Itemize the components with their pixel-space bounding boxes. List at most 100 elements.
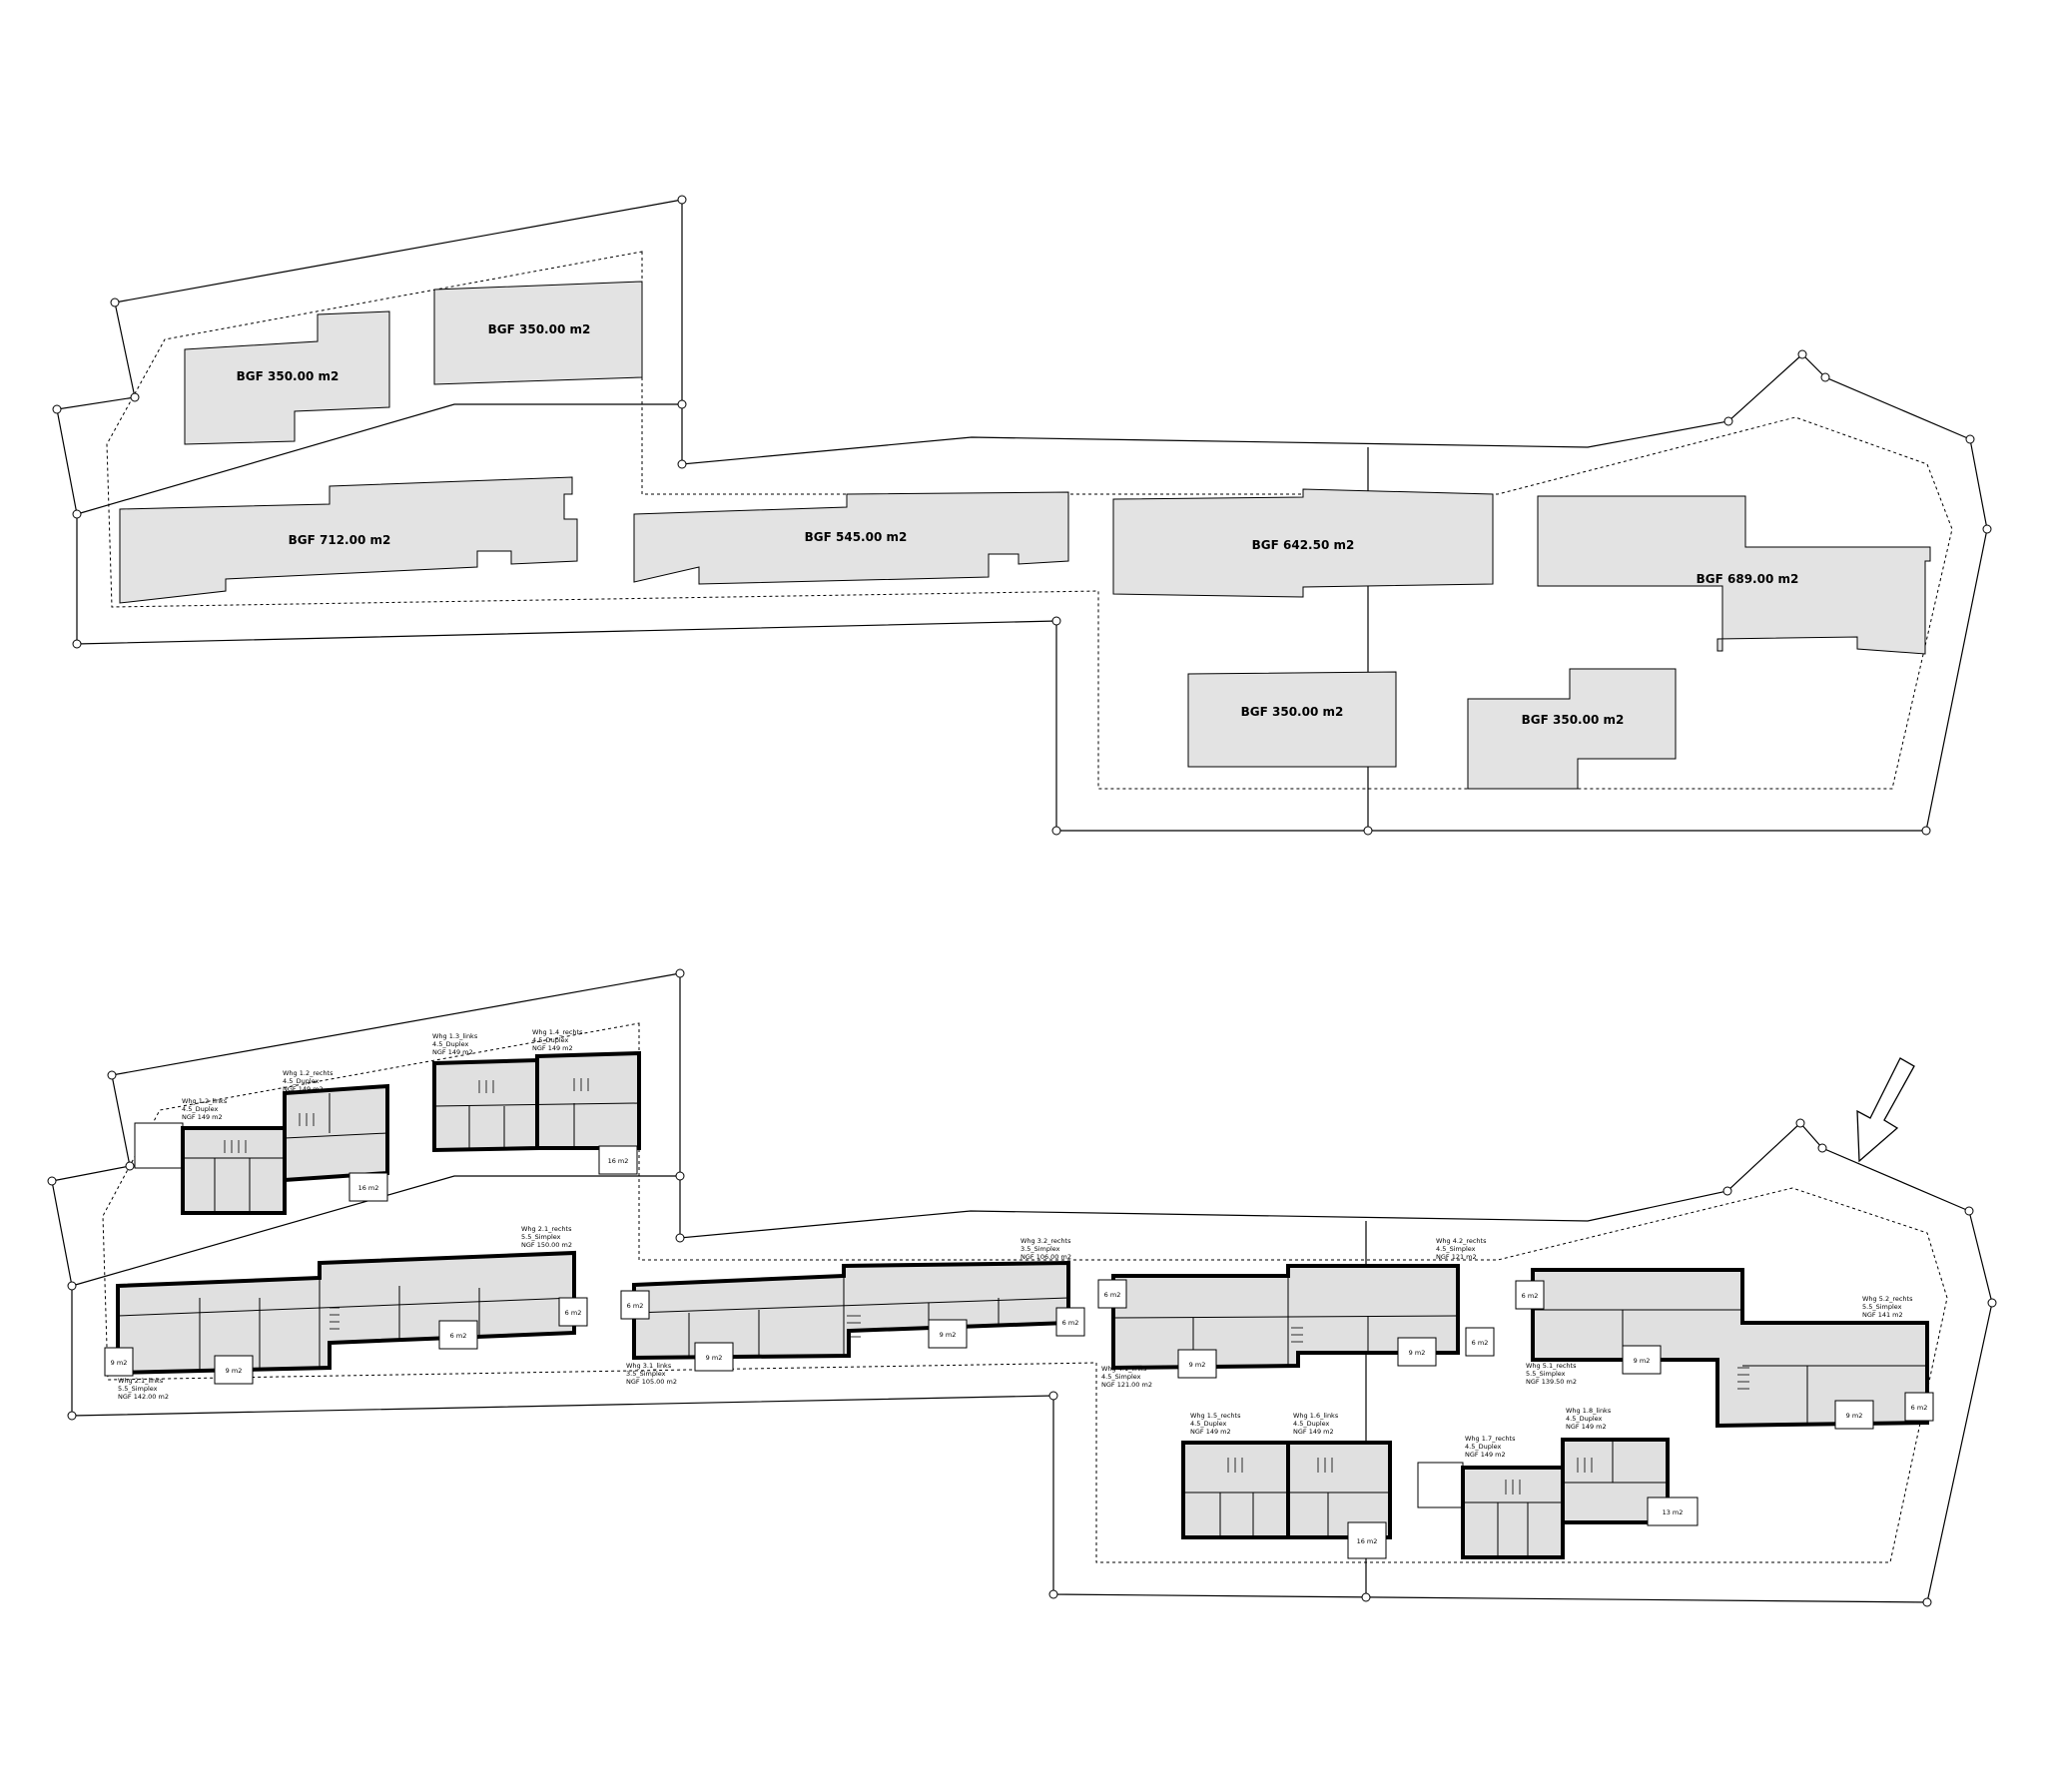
svg-text:NGF 106.00 m2: NGF 106.00 m2 (1021, 1253, 1071, 1261)
svg-text:9 m2: 9 m2 (1634, 1357, 1651, 1365)
unit-label-3-2-rechts: Whg 3.2_rechts 3.5_Simplex NGF 106.00 m2 (1021, 1237, 1071, 1261)
top-building-2: BGF 350.00 m2 (433, 281, 643, 385)
bgf-label: BGF 545.00 m2 (805, 530, 908, 544)
svg-text:6 m2: 6 m2 (627, 1302, 644, 1310)
bottom-site-plan: Whg 1.2_links 4.5_Duplex NGF 149 m2 Whg … (47, 968, 1997, 1607)
svg-text:NGF 149 m2: NGF 149 m2 (1465, 1451, 1506, 1459)
bottom-internal-boundary-left (71, 1175, 680, 1287)
bottom-building-3 (620, 1260, 1085, 1372)
svg-text:NGF 149 m2: NGF 149 m2 (1190, 1428, 1231, 1436)
unit-label-2-1-links: Whg 2.1_links 5.5_Simplex NGF 142.00 m2 (118, 1377, 169, 1401)
north-arrow-icon (1856, 1057, 1915, 1163)
svg-text:6 m2: 6 m2 (1911, 1404, 1928, 1412)
svg-text:4.5_Simplex: 4.5_Simplex (1436, 1245, 1476, 1253)
svg-text:4.5_Duplex: 4.5_Duplex (1190, 1420, 1227, 1428)
bgf-label: BGF 712.00 m2 (289, 533, 391, 547)
svg-text:Whg 1.6_links: Whg 1.6_links (1293, 1412, 1339, 1420)
svg-text:9 m2: 9 m2 (940, 1331, 957, 1339)
svg-text:6 m2: 6 m2 (565, 1309, 582, 1317)
bottom-boundary-vertices (47, 968, 1997, 1607)
top-building-limit-line (106, 251, 1953, 790)
svg-text:Whg 3.2_rechts: Whg 3.2_rechts (1021, 1237, 1071, 1245)
svg-text:Whg 2.1_links: Whg 2.1_links (118, 1377, 164, 1385)
unit-label-1-8-links: Whg 1.8_links 4.5_Duplex NGF 149 m2 (1566, 1407, 1612, 1431)
svg-text:Whg 1.7_rechts: Whg 1.7_rechts (1465, 1435, 1516, 1443)
bottom-building-5 (1515, 1268, 1934, 1430)
unit-label-2-1-rechts: Whg 2.1_rechts 5.5_Simplex NGF 150.00 m2 (521, 1225, 572, 1249)
svg-text:NGF 150.00 m2: NGF 150.00 m2 (521, 1241, 572, 1249)
unit-label-4-2-rechts: Whg 4.2_rechts 4.5_Simplex NGF 121 m2 (1436, 1237, 1487, 1261)
svg-text:9 m2: 9 m2 (1409, 1349, 1426, 1357)
svg-text:9 m2: 9 m2 (1846, 1412, 1863, 1420)
top-building-4: BGF 545.00 m2 (633, 491, 1069, 585)
svg-text:NGF 149 m2: NGF 149 m2 (283, 1085, 324, 1093)
svg-text:9 m2: 9 m2 (706, 1354, 723, 1362)
svg-text:Whg 3.1_links: Whg 3.1_links (626, 1362, 672, 1370)
svg-text:16 m2: 16 m2 (1357, 1537, 1378, 1545)
svg-text:Whg 5.1_rechts: Whg 5.1_rechts (1526, 1362, 1577, 1370)
bgf-label: BGF 642.50 m2 (1252, 538, 1355, 552)
top-building-3: BGF 712.00 m2 (119, 476, 578, 604)
bottom-plot-boundary (51, 972, 1993, 1603)
svg-text:9 m2: 9 m2 (1189, 1361, 1206, 1369)
unit-label-1-2-rechts: Whg 1.2_rechts 4.5_Duplex NGF 149 m2 (283, 1069, 334, 1093)
top-building-1: BGF 350.00 m2 (184, 310, 390, 445)
svg-text:4.5_Duplex: 4.5_Duplex (432, 1040, 469, 1048)
svg-text:NGF 121.00 m2: NGF 121.00 m2 (1101, 1381, 1152, 1389)
svg-text:4.5_Duplex: 4.5_Duplex (1293, 1420, 1330, 1428)
svg-text:Whg 4.2_rechts: Whg 4.2_rechts (1436, 1237, 1487, 1245)
svg-text:4.5_Duplex: 4.5_Duplex (182, 1105, 219, 1113)
top-boundary-vertices (52, 195, 1992, 836)
bgf-label: BGF 350.00 m2 (1241, 705, 1344, 719)
unit-label-1-6-links: Whg 1.6_links 4.5_Duplex NGF 149 m2 (1293, 1412, 1339, 1436)
svg-text:5.5_Simplex: 5.5_Simplex (1526, 1370, 1566, 1378)
svg-text:6 m2: 6 m2 (450, 1332, 467, 1340)
svg-text:NGF 141 m2: NGF 141 m2 (1862, 1311, 1903, 1319)
bottom-building-1-5 (1181, 1441, 1392, 1559)
svg-text:Whg 1.3_links: Whg 1.3_links (432, 1032, 478, 1040)
top-building-5: BGF 642.50 m2 (1112, 488, 1494, 598)
bottom-building-1-7 (1417, 1438, 1699, 1559)
svg-text:NGF 149 m2: NGF 149 m2 (1566, 1423, 1607, 1431)
bgf-label: BGF 689.00 m2 (1697, 572, 1799, 586)
svg-text:9 m2: 9 m2 (226, 1367, 243, 1375)
svg-text:NGF 139.50 m2: NGF 139.50 m2 (1526, 1378, 1577, 1386)
unit-label-5-2-rechts: Whg 5.2_rechts 5.5_Simplex NGF 141 m2 (1862, 1295, 1913, 1319)
svg-text:16 m2: 16 m2 (358, 1184, 379, 1192)
unit-label-1-2-links: Whg 1.2_links 4.5_Duplex NGF 149 m2 (182, 1097, 228, 1121)
svg-text:Whg 5.2_rechts: Whg 5.2_rechts (1862, 1295, 1913, 1303)
svg-text:3.5_Simplex: 3.5_Simplex (1021, 1245, 1060, 1253)
svg-text:Whg 1.5_rechts: Whg 1.5_rechts (1190, 1412, 1241, 1420)
svg-text:NGF 105.00 m2: NGF 105.00 m2 (626, 1378, 677, 1386)
svg-text:3.5_Simplex: 3.5_Simplex (626, 1370, 666, 1378)
bottom-building-1-3 (432, 1050, 641, 1175)
svg-text:Whg 1.2_rechts: Whg 1.2_rechts (283, 1069, 334, 1077)
svg-text:6 m2: 6 m2 (1104, 1291, 1121, 1299)
svg-text:NGF 121 m2: NGF 121 m2 (1436, 1253, 1477, 1261)
svg-text:6 m2: 6 m2 (1472, 1339, 1489, 1347)
unit-label-1-3-links: Whg 1.3_links 4.5_Duplex NGF 149 m2 (432, 1032, 478, 1056)
svg-text:16 m2: 16 m2 (608, 1157, 629, 1165)
top-plot-boundary (56, 199, 1988, 832)
top-internal-boundary-left (76, 403, 682, 515)
svg-text:6 m2: 6 m2 (1062, 1319, 1079, 1327)
svg-text:13 m2: 13 m2 (1663, 1508, 1684, 1516)
svg-text:Whg 1.8_links: Whg 1.8_links (1566, 1407, 1612, 1415)
svg-text:5.5_Simplex: 5.5_Simplex (118, 1385, 158, 1393)
unit-label-4-1-links: Whg 4.1_links 4.5_Simplex NGF 121.00 m2 (1101, 1365, 1152, 1389)
svg-text:4.5_Duplex: 4.5_Duplex (1465, 1443, 1502, 1451)
svg-text:Whg 1.4_rechts: Whg 1.4_rechts (532, 1028, 583, 1036)
bottom-building-2-1 (104, 1250, 588, 1385)
top-site-plan: BGF 350.00 m2 BGF 350.00 m2 BGF 712.00 m… (52, 195, 1992, 836)
svg-text:5.5_Simplex: 5.5_Simplex (1862, 1303, 1902, 1311)
top-building-7: BGF 350.00 m2 (1187, 671, 1397, 768)
bgf-label: BGF 350.00 m2 (1522, 713, 1625, 727)
unit-label-1-4-rechts: Whg 1.4_rechts 4.5_Duplex NGF 149 m2 (532, 1028, 583, 1052)
svg-text:4.5_Duplex: 4.5_Duplex (532, 1036, 569, 1044)
svg-text:NGF 149 m2: NGF 149 m2 (532, 1044, 573, 1052)
svg-text:NGF 149 m2: NGF 149 m2 (182, 1113, 223, 1121)
svg-text:6 m2: 6 m2 (1522, 1292, 1539, 1300)
bottom-building-1-2 (134, 1083, 389, 1215)
unit-label-5-1-rechts: Whg 5.1_rechts 5.5_Simplex NGF 139.50 m2 (1526, 1362, 1577, 1386)
top-building-6: BGF 689.00 m2 (1537, 495, 1931, 655)
